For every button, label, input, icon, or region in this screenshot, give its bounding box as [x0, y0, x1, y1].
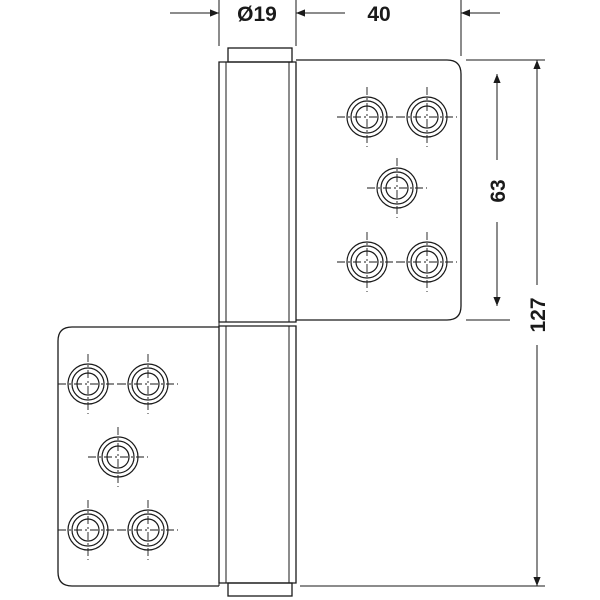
leaf-width-label: 40 — [367, 3, 390, 26]
screw-hole — [58, 354, 118, 414]
hinge-barrel — [218, 47, 297, 597]
pin-diameter-dimension: Ø19 — [170, 3, 345, 26]
screw-hole — [118, 500, 178, 560]
screw-hole — [88, 427, 148, 487]
total-height-label: 127 — [527, 297, 550, 332]
leaf-width-dimension: 40 — [367, 3, 500, 26]
upper-leaf — [296, 59, 462, 321]
total-height-dimension: 127 — [527, 60, 550, 586]
lower-leaf — [57, 326, 219, 587]
hole-spacing-label: 63 — [487, 179, 510, 202]
screw-hole — [58, 500, 118, 560]
hole-spacing-dimension: 63 — [487, 74, 510, 306]
screw-hole — [118, 354, 178, 414]
pin-diameter-label: Ø19 — [237, 3, 277, 26]
screw-hole — [337, 232, 397, 292]
screw-hole — [397, 232, 457, 292]
screw-hole — [337, 87, 397, 147]
lower-leaf-holes — [58, 354, 178, 560]
screw-hole — [397, 87, 457, 147]
extension-lines — [218, 0, 545, 587]
screw-hole — [367, 158, 427, 218]
upper-leaf-holes — [337, 87, 457, 292]
